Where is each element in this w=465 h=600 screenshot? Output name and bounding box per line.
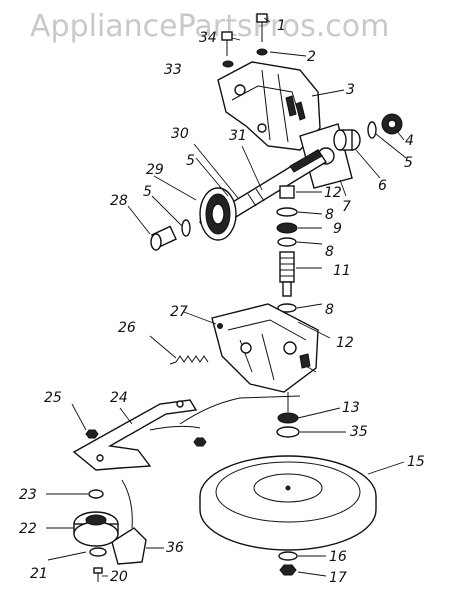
callout-22: 22	[19, 521, 37, 537]
callout-11: 11	[333, 263, 351, 279]
leader-lines	[46, 17, 407, 577]
callout-5-left: 5	[143, 184, 152, 200]
callout-24: 24	[110, 390, 128, 406]
callout-8-bottom: 8	[325, 302, 334, 318]
callout-25: 25	[44, 390, 62, 406]
idler-pulley-22	[73, 511, 119, 547]
screw-2	[256, 13, 268, 56]
callout-15: 15	[407, 454, 425, 470]
shift-lever-24	[72, 395, 301, 471]
vertical-pinion-stack	[276, 185, 298, 328]
shaft-washers-13-35	[276, 392, 300, 438]
callout-4: 4	[405, 133, 414, 149]
callout-16: 16	[329, 549, 347, 565]
callout-12-top: 12	[324, 185, 342, 201]
callout-5-right: 5	[404, 155, 413, 171]
callout-20: 20	[110, 569, 128, 585]
bolt-20	[93, 567, 103, 582]
drive-pulley-15	[199, 455, 377, 551]
callout-17: 17	[329, 570, 347, 586]
callout-1: 1	[277, 18, 286, 34]
callout-31: 31	[229, 128, 247, 144]
callout-29: 29	[146, 162, 164, 178]
callout-numbers: 34 1 2 33 3 4 5 6 7 30 31 5 29 5 28 12 8…	[19, 18, 425, 586]
callout-5-mid: 5	[186, 153, 195, 169]
sprocket-4	[381, 113, 403, 135]
callout-27: 27	[170, 304, 188, 320]
callout-30: 30	[171, 126, 189, 142]
washer-23	[88, 489, 104, 499]
callout-13: 13	[342, 400, 360, 416]
collar-28	[150, 225, 177, 251]
nut-17	[279, 564, 297, 576]
callout-6: 6	[378, 178, 387, 194]
callout-8-top: 8	[325, 207, 334, 223]
callout-33: 33	[164, 62, 182, 78]
upper-gear-housing	[217, 61, 321, 151]
callout-8-mid: 8	[325, 244, 334, 260]
bushing-6	[333, 129, 361, 151]
callout-28: 28	[110, 193, 128, 209]
washer-21	[89, 547, 107, 557]
washer-5-left	[181, 219, 191, 237]
callout-12-bottom: 12	[336, 335, 354, 351]
clip-bolt	[193, 437, 207, 447]
washer-16	[278, 551, 298, 561]
callout-35: 35	[350, 424, 368, 440]
bracket-36	[111, 479, 147, 565]
callout-7: 7	[342, 199, 351, 215]
callout-36: 36	[166, 540, 184, 556]
washer-5-right	[367, 121, 377, 139]
callout-2: 2	[307, 49, 316, 65]
callout-34: 34	[199, 30, 217, 46]
watermark: AppliancePartsPros.com	[30, 9, 389, 44]
nut-25	[85, 429, 99, 439]
callout-3: 3	[346, 82, 355, 98]
spring-26	[169, 355, 209, 365]
lower-gear-housing	[211, 303, 319, 393]
callout-21: 21	[30, 566, 48, 582]
screw-34	[221, 31, 234, 68]
callout-9: 9	[333, 221, 342, 237]
callout-26: 26	[118, 320, 136, 336]
bevel-gear-29	[199, 187, 237, 241]
callout-23: 23	[19, 487, 37, 503]
